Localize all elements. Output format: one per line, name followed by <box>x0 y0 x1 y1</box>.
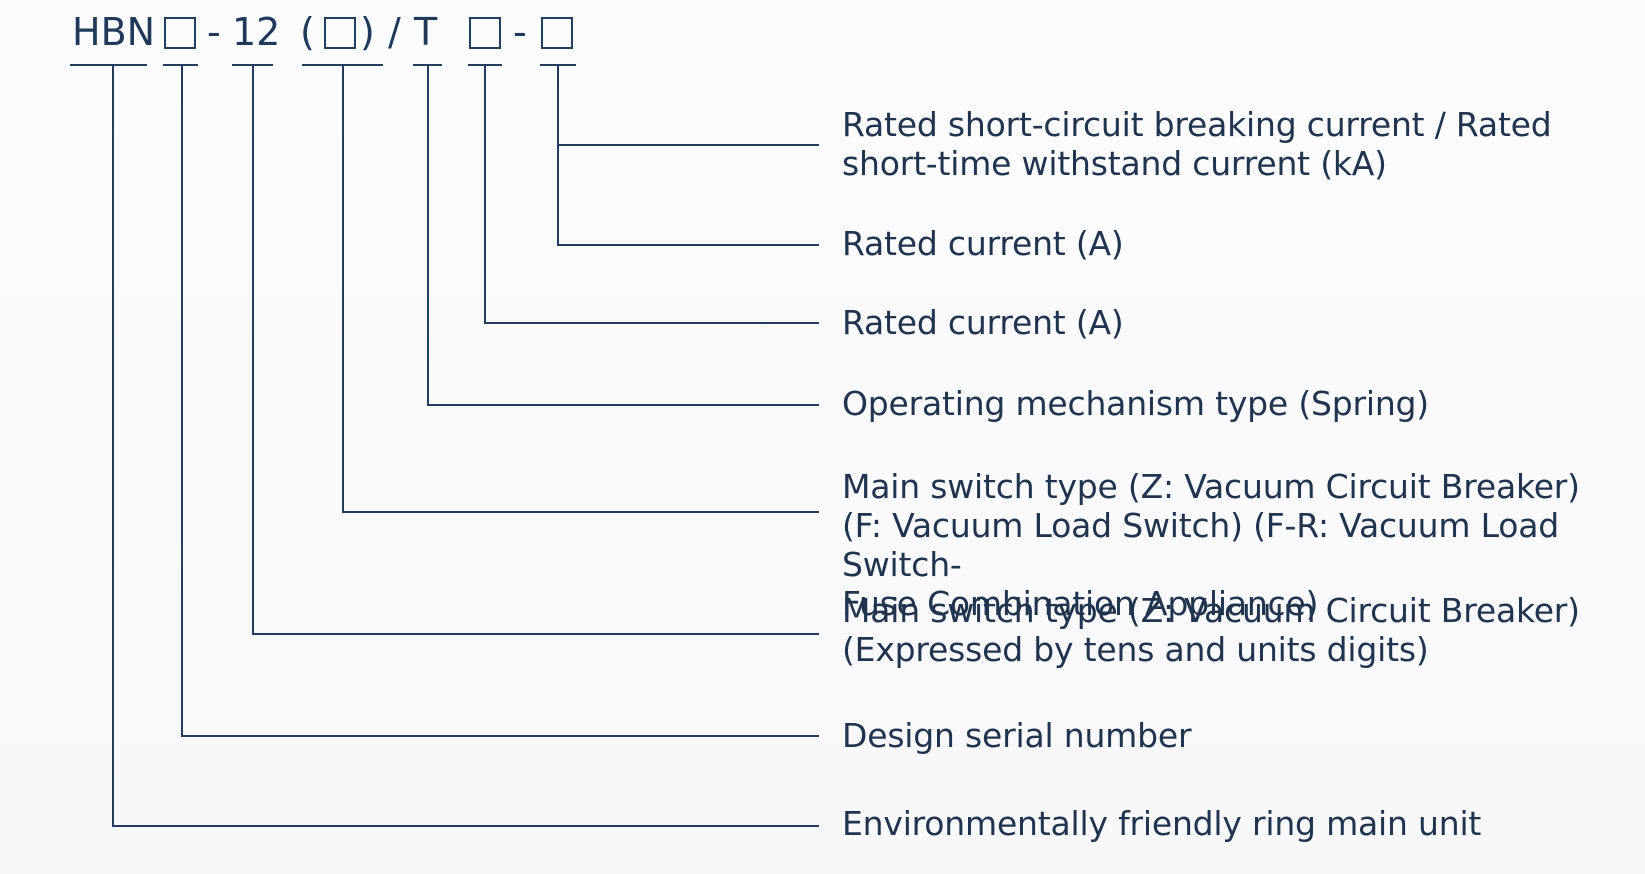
leader-breaking-vertical <box>557 64 559 245</box>
placeholder-box-icon <box>324 17 356 49</box>
leader-prefix-horizontal <box>112 825 819 827</box>
leader-prefix-vertical <box>112 64 114 826</box>
leader-voltage-vertical <box>252 64 254 634</box>
leader-current-vertical <box>484 64 486 323</box>
leader-mechanism-vertical <box>427 64 429 405</box>
leader-serial-horizontal <box>181 735 819 737</box>
code-prefix: HBN <box>72 10 156 54</box>
code-box-serial <box>164 6 196 58</box>
leader-rated-current-2-horizontal <box>484 322 819 324</box>
leader-voltage-horizontal <box>252 633 819 635</box>
leader-serial-vertical <box>181 64 183 736</box>
code-dash-1: - <box>207 10 221 54</box>
placeholder-box-icon <box>164 17 196 49</box>
leader-switch-horizontal <box>342 511 819 513</box>
leader-rated-current-1-horizontal <box>557 244 819 246</box>
code-mechanism: T <box>414 10 438 54</box>
leader-breaking-horizontal <box>557 144 819 146</box>
code-box-breaking <box>541 6 573 58</box>
code-voltage: 12 <box>232 10 281 54</box>
desc-unit: Environmentally friendly ring main unit <box>842 804 1482 843</box>
placeholder-box-icon <box>541 17 573 49</box>
code-open-paren: ( <box>300 10 315 54</box>
underline-serial <box>163 64 198 66</box>
leader-mechanism-horizontal <box>427 404 819 406</box>
code-close-paren: ) <box>360 10 375 54</box>
code-box-current <box>469 6 501 58</box>
desc-rated-voltage: Main switch type (Z: Vacuum Circuit Brea… <box>842 591 1580 669</box>
placeholder-box-icon <box>469 17 501 49</box>
desc-main-switch: Main switch type (Z: Vacuum Circuit Brea… <box>842 467 1580 623</box>
desc-rated-current-2: Rated current (A) <box>842 303 1124 342</box>
leader-switch-vertical <box>342 64 344 512</box>
desc-mechanism: Operating mechanism type (Spring) <box>842 384 1429 423</box>
desc-serial: Design serial number <box>842 716 1192 755</box>
desc-rated-current-1: Rated current (A) <box>842 224 1124 263</box>
desc-breaking-current: Rated short-circuit breaking current / R… <box>842 105 1552 183</box>
code-dash-2: - <box>513 10 527 54</box>
code-slash: / <box>388 10 401 54</box>
underline-prefix <box>70 64 147 66</box>
code-box-switch <box>324 6 356 58</box>
